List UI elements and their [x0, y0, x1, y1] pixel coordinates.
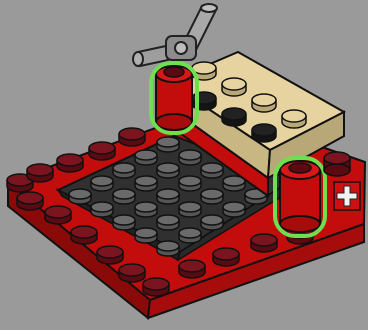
gray-plate-stud — [91, 202, 113, 217]
gray-plate-stud — [201, 189, 223, 204]
gray-plate-stud — [157, 163, 179, 178]
gray-plate-stud — [135, 202, 157, 217]
tan-brick-stud — [252, 124, 276, 142]
gray-plate-stud — [201, 215, 223, 230]
white-cross-tile — [334, 182, 360, 210]
base-stud — [119, 264, 145, 282]
gray-plate-stud — [113, 215, 135, 230]
base-stud — [27, 164, 53, 182]
tan-brick-stud — [252, 94, 276, 112]
base-stud — [97, 246, 123, 264]
base-stud — [213, 248, 239, 266]
gray-plate-stud — [157, 137, 179, 152]
base-stud — [89, 142, 115, 160]
gray-plate-stud — [135, 150, 157, 165]
gray-plate-stud — [113, 163, 135, 178]
gray-plate-stud — [201, 163, 223, 178]
gray-plate-stud — [135, 176, 157, 191]
round-brick-right — [275, 158, 325, 236]
gray-plate-stud — [179, 150, 201, 165]
base-stud — [17, 192, 43, 210]
gray-plate-stud — [157, 215, 179, 230]
gray-plate-stud — [179, 228, 201, 243]
base-stud — [71, 226, 97, 244]
gray-plate-stud — [223, 202, 245, 217]
gray-plate-stud — [179, 176, 201, 191]
gray-plate-stud — [179, 202, 201, 217]
round-brick-left — [151, 63, 197, 133]
base-stud — [179, 260, 205, 278]
gray-plate-stud — [157, 189, 179, 204]
base-stud — [251, 234, 277, 252]
base-stud — [57, 154, 83, 172]
base-stud — [143, 278, 169, 296]
tan-brick-stud — [222, 108, 246, 126]
gray-plate-stud — [157, 241, 179, 256]
gray-plate-stud — [91, 176, 113, 191]
base-stud — [119, 128, 145, 146]
tan-brick-stud — [282, 110, 306, 128]
base-stud — [45, 206, 71, 224]
gray-plate-stud — [69, 189, 91, 204]
gray-plate-stud — [135, 228, 157, 243]
tan-brick-stud — [222, 78, 246, 96]
gray-plate-stud — [113, 189, 135, 204]
corner-stud — [324, 152, 350, 176]
